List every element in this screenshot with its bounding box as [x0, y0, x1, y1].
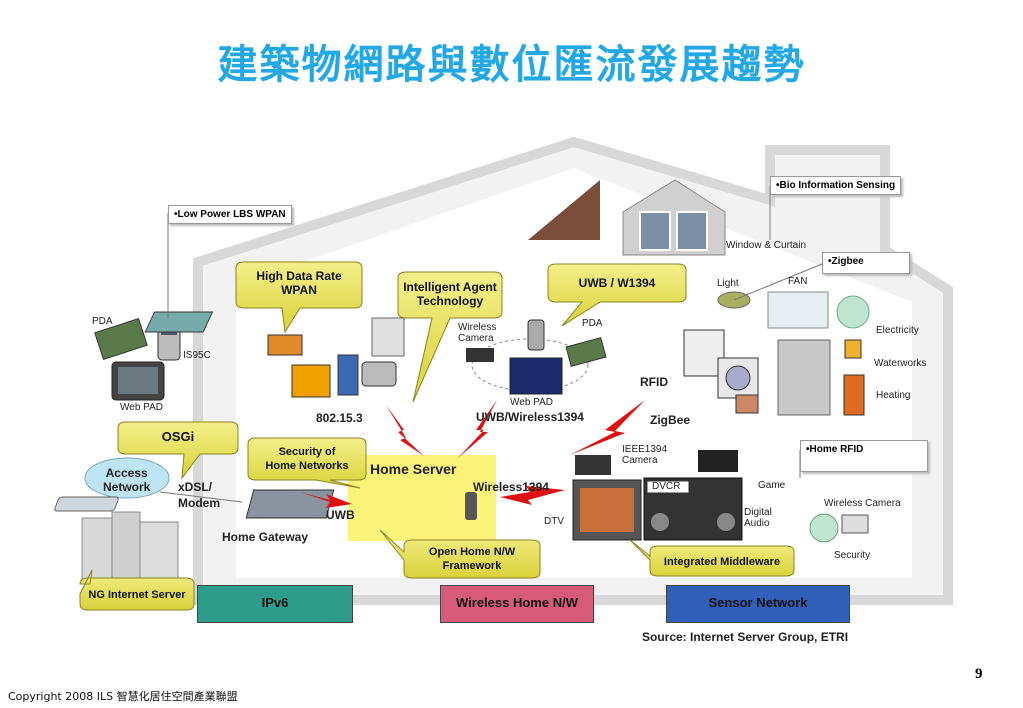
- rfid-label: RFID: [640, 375, 668, 389]
- source-label: Source: Internet Server Group, ETRI: [642, 630, 849, 644]
- electricity-label: Electricity: [876, 325, 919, 336]
- callout-open-home-text: Open Home N/W Framework: [404, 545, 540, 573]
- wireless-camera-top-label: Wireless Camera: [458, 322, 496, 344]
- ieee1394-camera-label: IEEE1394 Camera: [622, 444, 667, 466]
- fan-label: FAN: [788, 276, 808, 287]
- home-gateway-label: Home Gateway: [222, 530, 309, 544]
- callout-osgi: [117, 421, 239, 480]
- uwb-wireless1394-label: UWB/Wireless1394: [476, 410, 584, 424]
- callout-middleware-text: Integrated Middleware: [663, 556, 781, 568]
- security-label: Security: [834, 550, 871, 561]
- callout-high-data-rate-text: High Data Rate WPAN: [236, 269, 362, 297]
- ipv6-bar: IPv6: [197, 585, 353, 623]
- wireless-lightning: [300, 400, 645, 508]
- wireless-camera-right-label: Wireless Camera: [824, 498, 901, 509]
- page-title: 建築物網路與數位匯流發展趨勢: [217, 42, 806, 88]
- open-home-line1: Open Home N/W: [428, 546, 516, 558]
- low-power-lbs-box: •Low Power LBS WPAN: [168, 205, 292, 224]
- zigbee-box: •Zigbee: [822, 252, 910, 274]
- server-racks: [81, 511, 179, 581]
- printer-fax-devices: [144, 311, 405, 398]
- is95c-label: IS95C: [183, 350, 211, 361]
- bio-information-box: •Bio Information Sensing: [770, 176, 902, 195]
- access-line1: Access: [105, 466, 148, 480]
- connector-lines: [159, 186, 823, 503]
- callout-osgi-text: OSGi: [161, 429, 195, 444]
- callout-open-home: [379, 529, 541, 579]
- callout-ng-server: [79, 569, 195, 611]
- home-gateway-device: [54, 496, 119, 512]
- window-curtain-illustration: [528, 179, 726, 256]
- appliances-right: [683, 291, 870, 416]
- callout-uwb-w1394: [547, 263, 687, 327]
- heating-label: Heating: [876, 390, 911, 401]
- std-802-15-3-label: 802.15.3: [316, 411, 363, 425]
- pda-device-left: [94, 317, 148, 361]
- page-number: 9: [975, 666, 983, 682]
- zigbee-label: ZigBee: [650, 413, 691, 427]
- window-curtain-label: Window & Curtain: [726, 240, 807, 251]
- uwb-left-label: UWB: [326, 508, 355, 522]
- ieee1394-line2: Camera: [622, 455, 658, 466]
- access-network-cloud: [84, 457, 170, 499]
- xdsl-modem-label: xDSL/ Modem: [178, 479, 220, 511]
- callout-uwb-w1394-text: UWB / W1394: [578, 276, 656, 290]
- home-server-label: Home Server: [370, 461, 457, 477]
- light-label: Light: [717, 278, 739, 289]
- ieee1394-line1: IEEE1394: [622, 444, 668, 455]
- callout-ng-server-text: NG Internet Server: [88, 589, 186, 601]
- web-pad-left-label: Web PAD: [120, 402, 163, 413]
- high-data-rate-line2: WPAN: [281, 283, 317, 297]
- callout-intelligent-agent: [397, 271, 503, 403]
- high-data-rate-line1: High Data Rate: [256, 269, 342, 283]
- waterworks-label: Waterworks: [874, 358, 927, 369]
- xdsl-line2: Modem: [178, 496, 220, 510]
- pda-left-label: PDA: [92, 316, 113, 327]
- security-camera-right: [809, 513, 869, 543]
- av-devices: [572, 450, 743, 541]
- callout-security: [247, 437, 367, 489]
- copyright-footer: Copyright 2008 ILS 智慧化居住空間產業聯盟: [8, 690, 238, 703]
- wireless1394-label: Wireless1394: [473, 480, 549, 494]
- home-rfid-box: •Home RFID: [800, 440, 928, 472]
- digital-audio-label: Digital Audio: [744, 507, 772, 529]
- open-home-line2: Framework: [442, 560, 502, 572]
- pda-center-label: PDA: [582, 318, 603, 329]
- wireless-camera-top-line2: Camera: [458, 333, 494, 344]
- digital-line2: Audio: [744, 518, 770, 529]
- callout-security-text: Security of Home Networks: [248, 445, 366, 473]
- access-network-label: Access Network: [103, 466, 150, 494]
- web-pad-device-left: [111, 361, 165, 401]
- digital-line1: Digital: [744, 507, 772, 518]
- home-server-device: [245, 489, 477, 520]
- dvcr-label: DVCR: [652, 481, 681, 492]
- callout-high-data-rate: [235, 261, 363, 334]
- access-line2: Network: [103, 480, 151, 494]
- callout-intelligent-agent-text: Intelligent Agent Technology: [398, 280, 502, 308]
- security-line2: Home Networks: [265, 460, 349, 472]
- intelligent-agent-line1: Intelligent Agent: [403, 280, 497, 294]
- dtv-label: DTV: [544, 516, 564, 527]
- xdsl-line1: xDSL/: [178, 480, 213, 494]
- sensor-network-bar: Sensor Network: [666, 585, 850, 623]
- wireless-camera-top: [466, 319, 607, 395]
- wireless-home-nw-bar: Wireless Home N/W: [440, 585, 594, 623]
- game-label: Game: [758, 480, 786, 491]
- wireless-camera-top-line1: Wireless: [458, 322, 497, 333]
- callout-middleware: [629, 539, 795, 577]
- web-pad-center-label: Web PAD: [510, 397, 553, 408]
- security-line1: Security of: [278, 446, 336, 458]
- intelligent-agent-line2: Technology: [416, 294, 484, 308]
